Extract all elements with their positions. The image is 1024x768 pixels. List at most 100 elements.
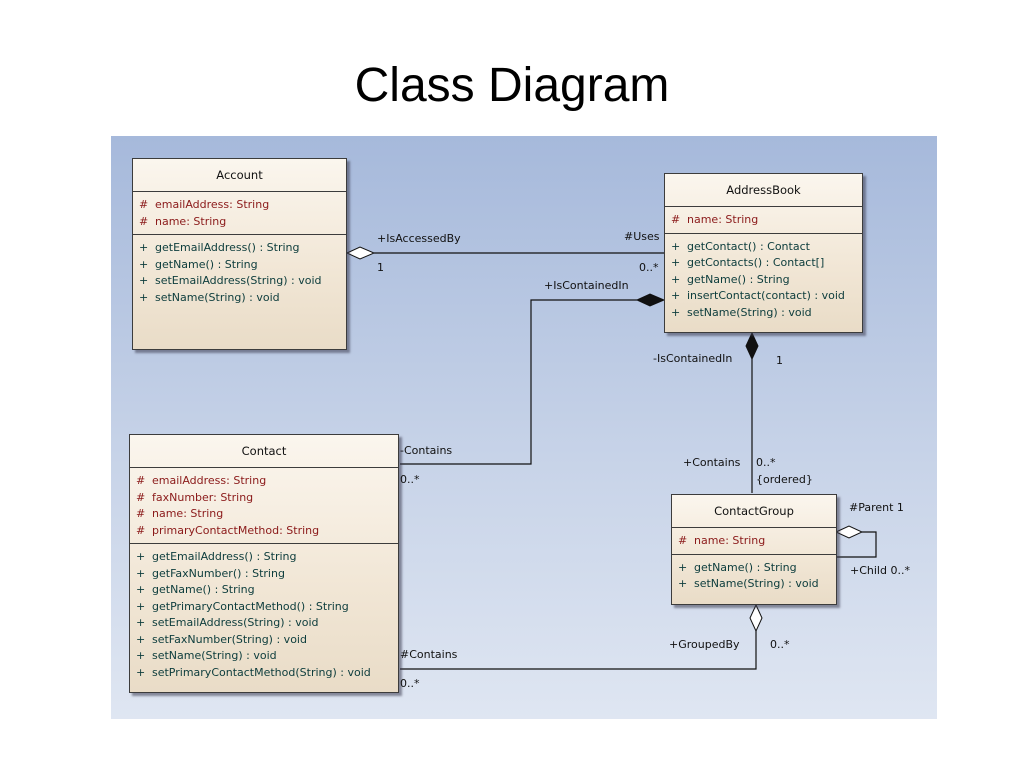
class-contactgroup[interactable]: ContactGroup # name: String + getName() : …: [671, 494, 837, 605]
visibility-marker: +: [678, 577, 688, 590]
visibility-marker: +: [136, 632, 146, 646]
class-contact[interactable]: Contact #emailAddress: String #faxNumber…: [129, 434, 399, 693]
attribute-text: name: String: [694, 534, 766, 547]
association-contact-contactgroup: [400, 631, 757, 670]
operation-text: getName() : String: [152, 583, 255, 596]
operation-text: setName(String) : void: [694, 577, 819, 590]
visibility-marker: +: [139, 241, 149, 254]
visibility-marker: +: [671, 289, 681, 302]
visibility-marker: +: [136, 566, 146, 580]
operation-text: getPrimaryContactMethod() : String: [152, 599, 349, 613]
operation-row: + getName() : String: [130, 582, 398, 599]
class-account[interactable]: Account # emailAddress: String # name: Str…: [132, 158, 347, 350]
visibility-marker: +: [671, 272, 681, 286]
multiplicity-label-grouped-by: 0..*: [770, 638, 790, 651]
attribute-row: # emailAddress: String: [130, 473, 398, 490]
attribute-text: name: String: [687, 213, 759, 226]
operation-row: + setName(String) : void: [665, 305, 862, 322]
role-label-is-accessed-by: +IsAccessedBy: [377, 232, 461, 245]
attribute-row: #name: String: [665, 212, 862, 229]
class-name: ContactGroup: [672, 495, 836, 528]
multiplicity-label-account: 1: [377, 261, 384, 274]
attribute-text: emailAddress: String: [152, 474, 267, 487]
attributes-compartment: # emailAddress: String # faxNumber: String…: [130, 468, 398, 544]
attribute-row: # name: String: [130, 506, 398, 523]
visibility-marker: +: [671, 239, 681, 253]
slide-title: Class Diagram: [354, 59, 670, 112]
class-addressbook[interactable]: AddressBook #name: String +getContact() …: [664, 173, 863, 333]
association-lines: [345, 246, 877, 670]
role-label-grouped-by: +GroupedBy: [669, 638, 740, 651]
composition-diamond-addressbook-contact: [635, 293, 666, 307]
operation-text: setFaxNumber(String) : void: [152, 632, 307, 646]
operation-text: getEmailAddress() : String: [155, 241, 300, 254]
attribute-text: name: String: [155, 214, 227, 228]
operation-text: getName() : String: [694, 560, 797, 574]
operation-row: + setName(String) : void: [672, 576, 836, 593]
operation-row: +getContact() : Contact: [665, 239, 862, 256]
role-label-parent: #Parent 1: [849, 501, 904, 514]
multiplicity-label-contains-contact: 0..*: [400, 473, 420, 486]
attribute-row: # emailAddress: String: [133, 197, 346, 214]
visibility-marker: +: [671, 305, 681, 319]
operation-row: + setName(String) : void: [133, 290, 346, 307]
operations-compartment: + getName() : String + setName(String) : v…: [672, 555, 836, 597]
visibility-marker: #: [136, 490, 146, 504]
association-contact-addressbook: [400, 299, 637, 465]
attributes-compartment: # name: String: [672, 528, 836, 555]
attribute-row: # faxNumber: String: [130, 490, 398, 507]
visibility-marker: #: [139, 214, 149, 228]
operation-row: + insertContact(contact) : void: [665, 288, 862, 305]
visibility-marker: #: [139, 198, 149, 211]
operation-row: +getName() : String: [665, 272, 862, 289]
operation-text: setName(String) : void: [687, 305, 812, 319]
class-name: AddressBook: [665, 174, 862, 207]
operation-row: +setPrimaryContactMethod(String) : void: [130, 665, 398, 682]
role-label-is-contained-in-group: -IsContainedIn: [653, 352, 733, 365]
visibility-marker: +: [678, 560, 688, 574]
operation-row: + getName() : String: [672, 560, 836, 577]
role-label-child: +Child 0..*: [850, 564, 910, 577]
attribute-row: # name: String: [672, 533, 836, 550]
aggregation-diamond-account: [345, 246, 376, 260]
operations-compartment: + getEmailAddress() : String + getFaxNumbe…: [130, 544, 398, 685]
visibility-marker: +: [139, 257, 149, 271]
operation-row: + getFaxNumber() : String: [130, 566, 398, 583]
operations-compartment: + getEmailAddress() : String + getName() :…: [133, 235, 346, 310]
operation-text: setEmailAddress(String) : void: [152, 616, 319, 629]
class-name: Account: [133, 159, 346, 192]
attribute-text: faxNumber: String: [152, 490, 254, 504]
self-association-contactgroup: [836, 531, 877, 558]
visibility-marker: +: [136, 550, 146, 563]
multiplicity-label-uses: 0..*: [639, 261, 659, 274]
visibility-marker: +: [671, 256, 681, 269]
operation-row: +setName(String) : void: [130, 648, 398, 665]
visibility-marker: #: [678, 534, 688, 547]
operation-row: + getName() : String: [133, 257, 346, 274]
operation-text: getContacts() : Contact[]: [687, 256, 825, 269]
attribute-text: emailAddress: String: [155, 198, 270, 211]
visibility-marker: +: [139, 274, 149, 287]
operation-row: + getEmailAddress() : String: [133, 240, 346, 257]
visibility-marker: #: [136, 474, 146, 487]
role-label-uses: #Uses: [624, 230, 660, 243]
role-label-is-contained-in-addressbook: +IsContainedIn: [544, 279, 629, 292]
operation-text: getFaxNumber() : String: [152, 566, 285, 580]
operation-text: getEmailAddress() : String: [152, 550, 297, 563]
operation-row: +setEmailAddress(String) : void: [130, 615, 398, 632]
attributes-compartment: #name: String: [665, 207, 862, 234]
operation-row: + getEmailAddress() : String: [130, 549, 398, 566]
operation-text: insertContact(contact) : void: [687, 289, 845, 302]
attribute-text: name: String: [152, 507, 224, 520]
operation-text: setName(String) : void: [155, 290, 280, 304]
operation-text: getName() : String: [155, 257, 258, 271]
role-label-plus-contains: +Contains: [683, 456, 741, 469]
visibility-marker: +: [136, 583, 146, 596]
operation-text: setEmailAddress(String) : void: [155, 274, 322, 287]
visibility-marker: +: [139, 290, 149, 304]
aggregation-diamond-groupedby: [749, 603, 763, 633]
visibility-marker: #: [136, 507, 146, 520]
multiplicity-label-hash-contains: 0..*: [400, 677, 420, 690]
composition-diamond-addressbook-group: [745, 331, 759, 361]
role-label-contains-contact: -Contains: [400, 444, 453, 457]
